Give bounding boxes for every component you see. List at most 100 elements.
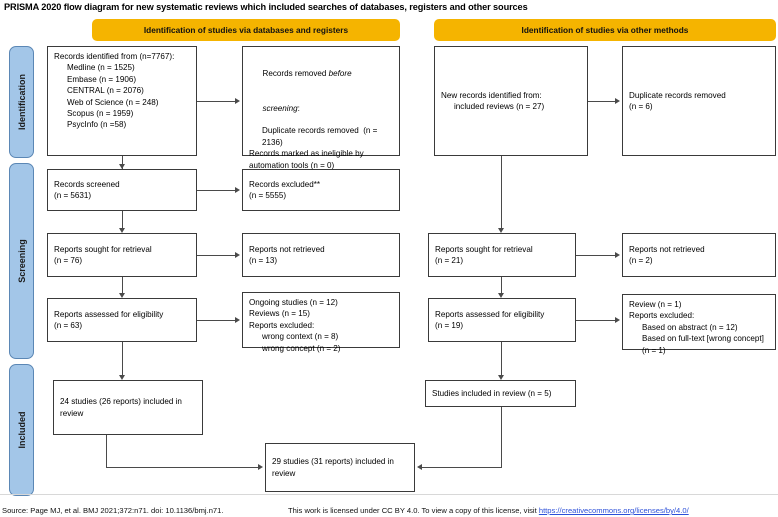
page-title: PRISMA 2020 flow diagram for new systema… [4, 2, 528, 12]
box-reports-assessed-right: Reports assessed for eligibility (n = 19… [428, 298, 576, 342]
records-removed-line-2a: screening [262, 103, 298, 113]
reports-assessed-left-line-0: Reports assessed for eligibility [54, 309, 164, 319]
connector-assessed-to-excluded-right [576, 320, 615, 321]
stage-label-included: Included [16, 411, 27, 449]
connector-included-right-down [501, 407, 502, 467]
box-reports-assessed-left: Reports assessed for eligibility (n = 63… [47, 298, 197, 342]
box-records-excluded: Records excluded** (n = 5555) [242, 169, 400, 211]
reports-excluded-right-line-2: Reports excluded: [629, 311, 695, 321]
arrow-assessed-to-excluded-right [615, 317, 620, 323]
footer-source: Source: Page MJ, et al. BMJ 2021;372:n71… [2, 506, 224, 515]
box-records-screened: Records screened (n = 5631) [47, 169, 197, 211]
box-reports-not-retrieved-right: Reports not retrieved (n = 2) [622, 233, 776, 277]
section-header-other-methods-label: Identification of studies via other meth… [521, 25, 689, 35]
footer-license-text: This work is licensed under CC BY 4.0. T… [288, 506, 539, 515]
stage-bar-included: Included [9, 364, 34, 496]
new-records-identified-line-2: included reviews (n = 27) [454, 102, 545, 111]
box-studies-included-total: 29 studies (31 reports) included in revi… [265, 443, 415, 492]
records-removed-line-2b: : [297, 103, 300, 113]
reports-excluded-left-line-1: Ongoing studies (n = 12) [249, 298, 338, 307]
reports-sought-right-line-0: Reports sought for retrieval [435, 244, 533, 254]
duplicate-records-removed-line-1: (n = 6) [629, 102, 653, 111]
section-header-databases-label: Identification of studies via databases … [143, 25, 349, 35]
box-reports-excluded-right: Review (n = 1) Reports excluded: Based o… [622, 294, 776, 355]
footer-license: This work is licensed under CC BY 4.0. T… [288, 506, 689, 515]
duplicate-records-removed-line-0: Duplicate records removed [629, 90, 726, 100]
reports-not-retrieved-left-line-1: (n = 13) [249, 256, 278, 265]
arrow-assessed-to-excluded-left [235, 317, 240, 323]
stage-bar-identification: Identification [9, 46, 34, 158]
connector-assessed-to-excluded-left [197, 320, 235, 321]
arrow-included-left-to-total [258, 464, 263, 470]
connector-newrecords-to-duplicates [588, 101, 615, 102]
box-studies-included-right: Studies included in review (n = 5) [425, 380, 576, 407]
connector-sought-to-notretrieved-right [576, 255, 615, 256]
box-records-identified: Records identified from (n=7767): Medlin… [47, 46, 197, 156]
records-identified-line-4: Web of Science (n = 248) [67, 97, 159, 107]
arrow-screened-to-sought [119, 228, 125, 233]
reports-excluded-left-line-4: wrong context (n = 8) [262, 332, 339, 342]
reports-assessed-right-line-1: (n = 19) [435, 321, 464, 330]
box-studies-included-left: 24 studies (26 reports) included in revi… [53, 380, 203, 435]
arrow-sought-to-assessed-left [119, 293, 125, 298]
connector-assessed-to-included-right [501, 342, 502, 375]
arrow-sought-to-assessed-right [498, 293, 504, 298]
records-screened-line-1: (n = 5631) [54, 191, 92, 200]
reports-sought-left-line-0: Reports sought for retrieval [54, 244, 152, 254]
records-identified-line-2: Embase (n = 1906) [67, 74, 137, 84]
records-removed-line-1a: Records removed [262, 69, 329, 79]
reports-excluded-right-line-1: Review (n = 1) [629, 300, 682, 309]
records-identified-line-1: Medline (n = 1525) [67, 63, 135, 73]
reports-excluded-left-line-2: Reviews (n = 15) [249, 309, 310, 319]
reports-assessed-right-line-0: Reports assessed for eligibility [435, 309, 545, 319]
footer-license-link[interactable]: https://creativecommons.org/licenses/by/… [538, 506, 689, 515]
new-records-identified-line-1: New records identified from: [441, 90, 542, 100]
box-duplicate-records-removed: Duplicate records removed (n = 6) [622, 46, 776, 156]
connector-sought-to-assessed-right [501, 277, 502, 293]
reports-excluded-right-line-4: Based on full-text [wrong concept] (n = … [642, 334, 767, 355]
arrow-identified-to-removed [235, 98, 240, 104]
section-header-databases: Identification of studies via databases … [92, 19, 400, 41]
connector-sought-to-notretrieved-left [197, 255, 235, 256]
arrow-assessed-to-included-left [119, 375, 125, 380]
reports-sought-right-line-1: (n = 21) [435, 256, 464, 265]
studies-included-left-line-0: 24 studies (26 reports) included in revi… [60, 397, 185, 418]
arrow-newrecords-to-duplicates [615, 98, 620, 104]
connector-identified-to-screened [122, 156, 123, 169]
stage-label-identification: Identification [16, 74, 27, 130]
reports-excluded-left-line-5: wrong concept (n = 2) [262, 343, 341, 353]
records-screened-line-0: Records screened [54, 179, 120, 189]
reports-sought-left-line-1: (n = 76) [54, 256, 83, 265]
records-identified-line-0: Records identified from (n=7767): [54, 52, 175, 61]
box-reports-sought-left: Reports sought for retrieval (n = 76) [47, 233, 197, 277]
connector-identified-to-removed [197, 101, 235, 102]
arrow-sought-to-notretrieved-right [615, 252, 620, 258]
reports-not-retrieved-left-line-0: Reports not retrieved [249, 244, 325, 254]
records-removed-line-4: Records marked as ineligible by automati… [249, 149, 366, 170]
records-identified-line-3: CENTRAL (n = 2076) [67, 86, 144, 96]
arrow-sought-to-notretrieved-left [235, 252, 240, 258]
reports-not-retrieved-right-line-1: (n = 2) [629, 256, 653, 265]
records-removed-line-3: Duplicate records removed (n = 2136) [262, 126, 380, 147]
reports-assessed-left-line-1: (n = 63) [54, 321, 83, 330]
arrow-assessed-to-included-right [498, 375, 504, 380]
stage-label-screening: Screening [16, 239, 27, 283]
box-reports-not-retrieved-left: Reports not retrieved (n = 13) [242, 233, 400, 277]
connector-included-left-down [106, 435, 107, 467]
section-header-other-methods: Identification of studies via other meth… [434, 19, 776, 41]
records-removed-line-1b: before [328, 69, 352, 79]
connector-screened-to-sought [122, 211, 123, 228]
box-reports-excluded-left: Ongoing studies (n = 12) Reviews (n = 15… [242, 292, 400, 353]
connector-screened-to-excluded [197, 190, 235, 191]
box-records-removed: Records removed before screening: Duplic… [242, 46, 400, 170]
records-excluded-line-1: (n = 5555) [249, 191, 287, 200]
connector-included-right-to-total [422, 467, 502, 468]
records-identified-line-5: Scopus (n = 1959) [67, 109, 134, 119]
reports-excluded-left-line-3: Reports excluded: [249, 320, 315, 330]
arrow-identified-to-screened [119, 164, 125, 169]
footer-divider [0, 494, 778, 495]
records-identified-line-6: PsycInfo (n =58) [67, 120, 127, 130]
arrow-included-right-to-total [417, 464, 422, 470]
studies-included-right-line-0: Studies included in review (n = 5) [432, 388, 552, 398]
